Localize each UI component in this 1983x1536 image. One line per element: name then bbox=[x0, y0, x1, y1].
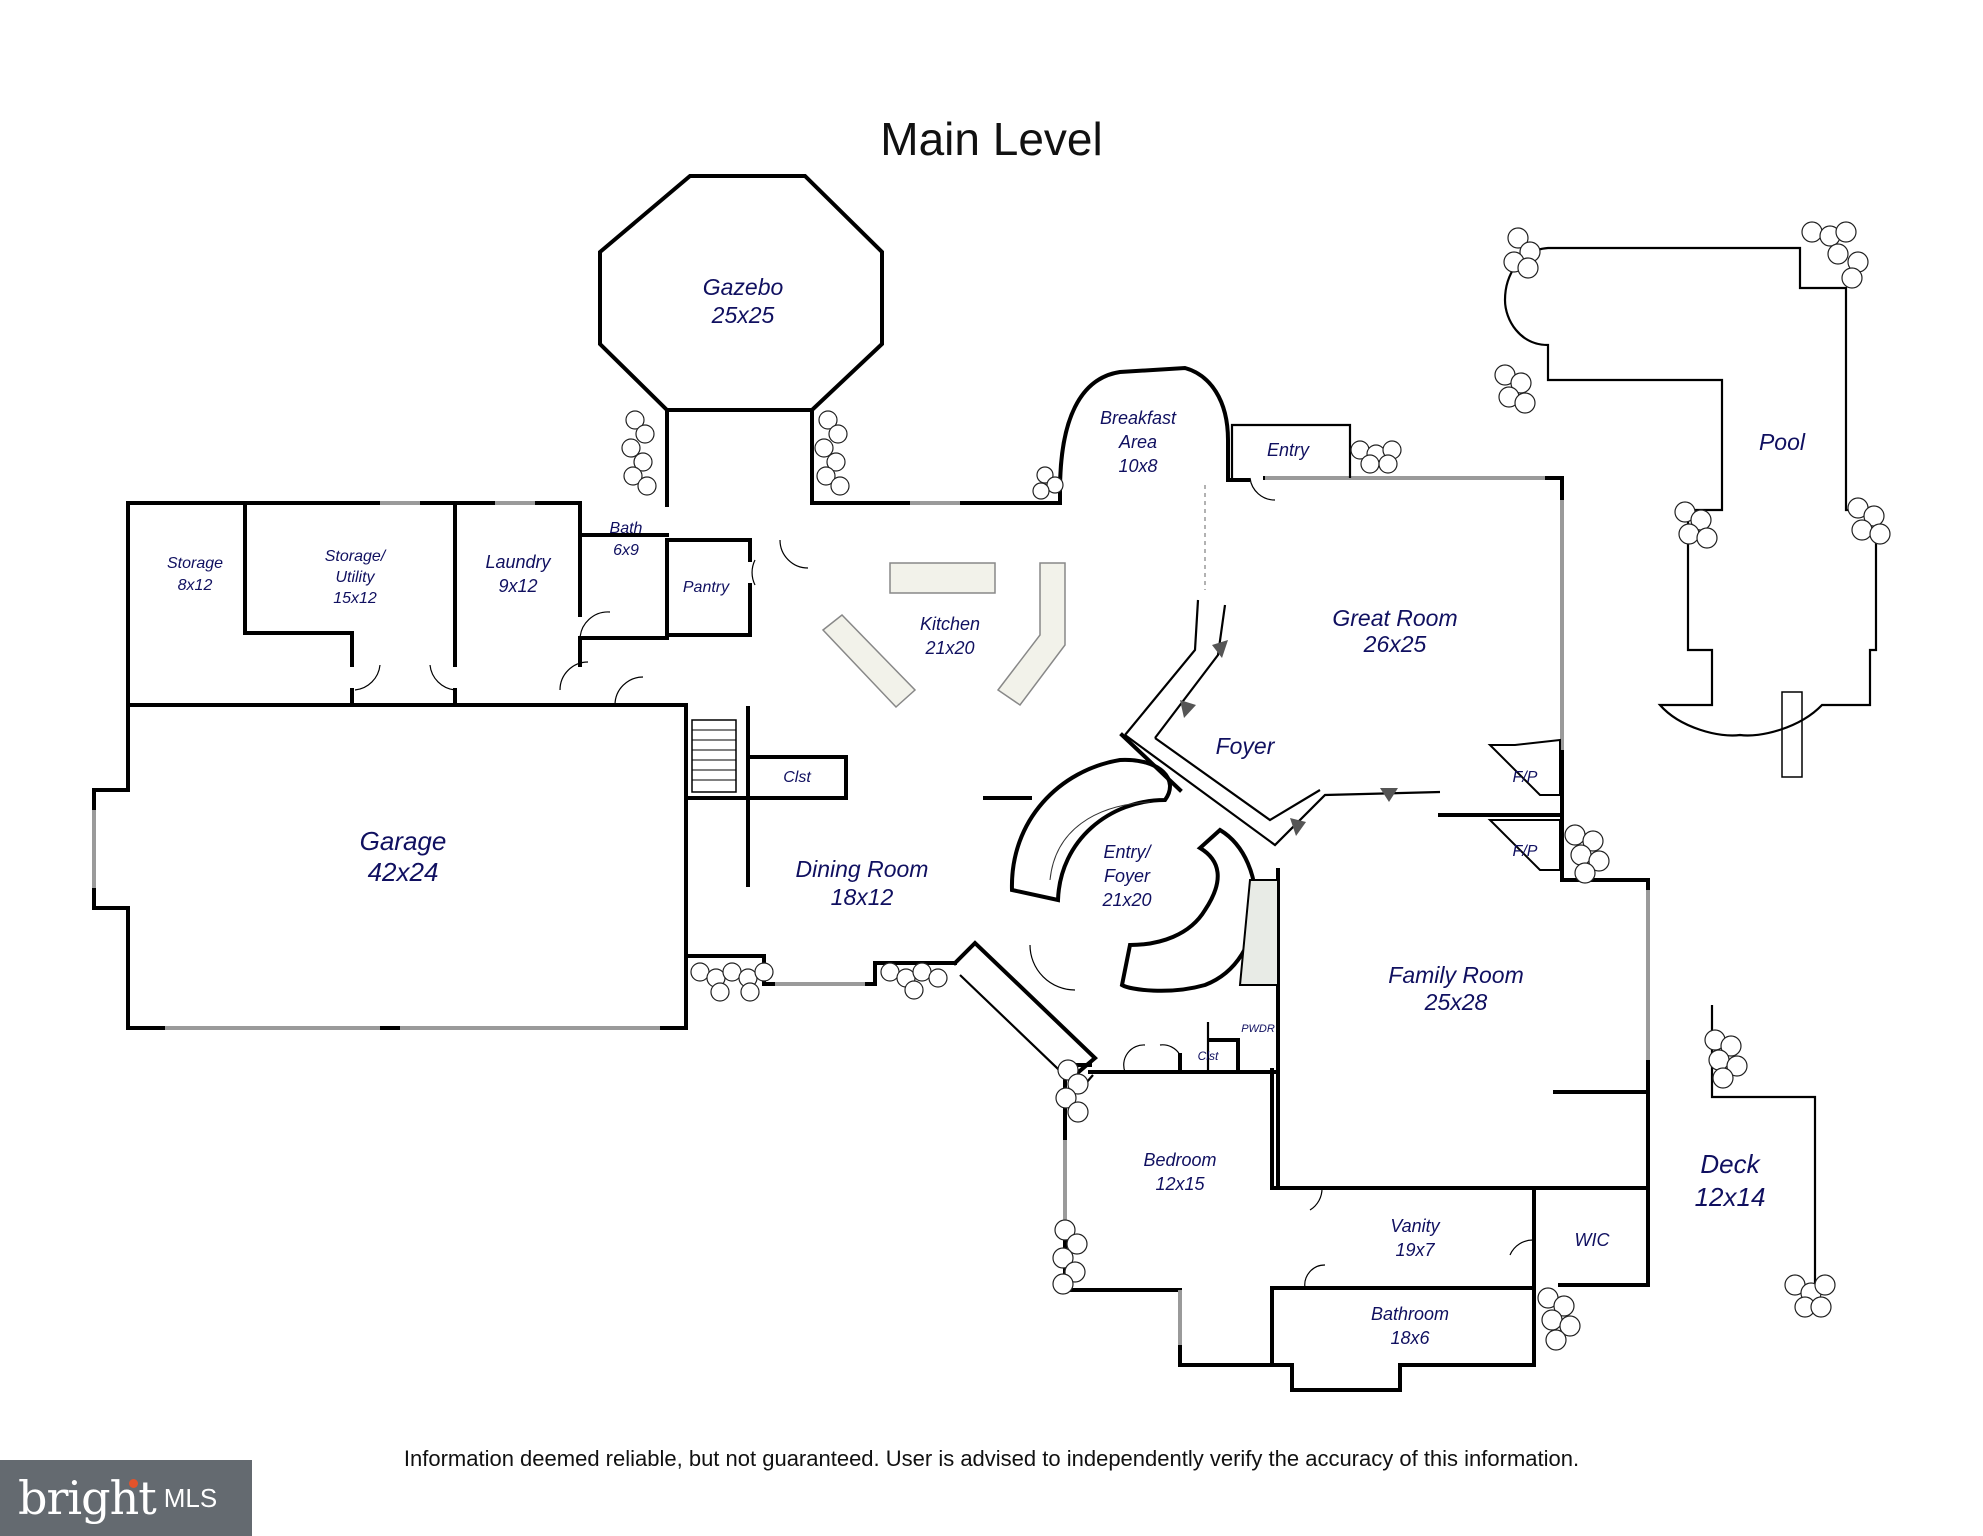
kitchen-size: 21x20 bbox=[924, 638, 974, 658]
gazebo-size: 25x25 bbox=[711, 302, 775, 328]
vanity-name: Vanity bbox=[1390, 1216, 1440, 1236]
closet-2-name: Clst bbox=[1198, 1049, 1219, 1063]
garage-name: Garage bbox=[360, 826, 447, 856]
wic-name: WIC bbox=[1575, 1230, 1611, 1250]
logo-brand: bright bbox=[18, 1471, 157, 1525]
gazebo bbox=[598, 174, 884, 507]
deck bbox=[1710, 1005, 1817, 1285]
bedroom-size: 12x15 bbox=[1155, 1174, 1205, 1194]
laundry-name: Laundry bbox=[485, 552, 551, 572]
disclaimer-text: Information deemed reliable, but not gua… bbox=[403, 1446, 1580, 1471]
bright-mls-logo: bright MLS bbox=[0, 1460, 252, 1536]
storage-name: Storage bbox=[167, 555, 223, 572]
deck-size: 12x14 bbox=[1695, 1182, 1766, 1212]
family-room-name: Family Room bbox=[1388, 962, 1523, 988]
great-room-name: Great Room bbox=[1332, 605, 1457, 631]
bath-size: 6x9 bbox=[613, 542, 639, 559]
breakfast-size: 10x8 bbox=[1118, 456, 1157, 476]
bath-name: Bath bbox=[610, 520, 643, 537]
logo-dot bbox=[128, 1479, 138, 1488]
room-labels: Gazebo 25x25 Breakfast Area 10x8 Entry P… bbox=[167, 274, 1806, 1348]
kitchen-name: Kitchen bbox=[920, 614, 980, 634]
landscaping-shrubs bbox=[621, 221, 1891, 1351]
foyer-name: Foyer bbox=[1216, 733, 1276, 759]
storage-utility-size: 15x12 bbox=[333, 590, 377, 607]
storage-utility-name2: Utility bbox=[335, 569, 375, 586]
gazebo-name: Gazebo bbox=[703, 274, 784, 300]
storage-utility-name: Storage/ bbox=[325, 548, 387, 565]
pool-name: Pool bbox=[1759, 429, 1806, 455]
logo-suffix: MLS bbox=[163, 1482, 218, 1513]
bedroom-name: Bedroom bbox=[1143, 1150, 1216, 1170]
entry-foyer-size: 21x20 bbox=[1101, 890, 1151, 910]
closet-name: Clst bbox=[783, 769, 811, 786]
entry-foyer-name: Entry/ bbox=[1103, 842, 1152, 862]
page-title: Main Level bbox=[880, 113, 1103, 165]
fireplace-label-2: F/P bbox=[1513, 843, 1538, 860]
entry-foyer-name2: Foyer bbox=[1104, 866, 1151, 886]
interior-walls bbox=[126, 485, 1564, 1092]
breakfast-name: Breakfast bbox=[1100, 408, 1177, 428]
pantry-name: Pantry bbox=[683, 579, 730, 596]
great-room-size: 26x25 bbox=[1363, 631, 1427, 657]
laundry-size: 9x12 bbox=[498, 576, 537, 596]
breakfast-name2: Area bbox=[1118, 432, 1157, 452]
vanity-size: 19x7 bbox=[1395, 1240, 1435, 1260]
fireplace-label-1: F/P bbox=[1513, 769, 1538, 786]
bathroom-size: 18x6 bbox=[1390, 1328, 1430, 1348]
bathroom-name: Bathroom bbox=[1371, 1304, 1449, 1324]
deck-name: Deck bbox=[1700, 1149, 1761, 1179]
pool bbox=[1503, 246, 1878, 778]
powder-room-name: PWDR bbox=[1241, 1023, 1275, 1035]
storage-size: 8x12 bbox=[178, 577, 213, 594]
dining-room-size: 18x12 bbox=[831, 884, 894, 910]
dining-room-name: Dining Room bbox=[796, 856, 929, 882]
entry-top-name: Entry bbox=[1267, 440, 1310, 460]
garage-size: 42x24 bbox=[368, 857, 439, 887]
family-room-size: 25x28 bbox=[1424, 989, 1488, 1015]
